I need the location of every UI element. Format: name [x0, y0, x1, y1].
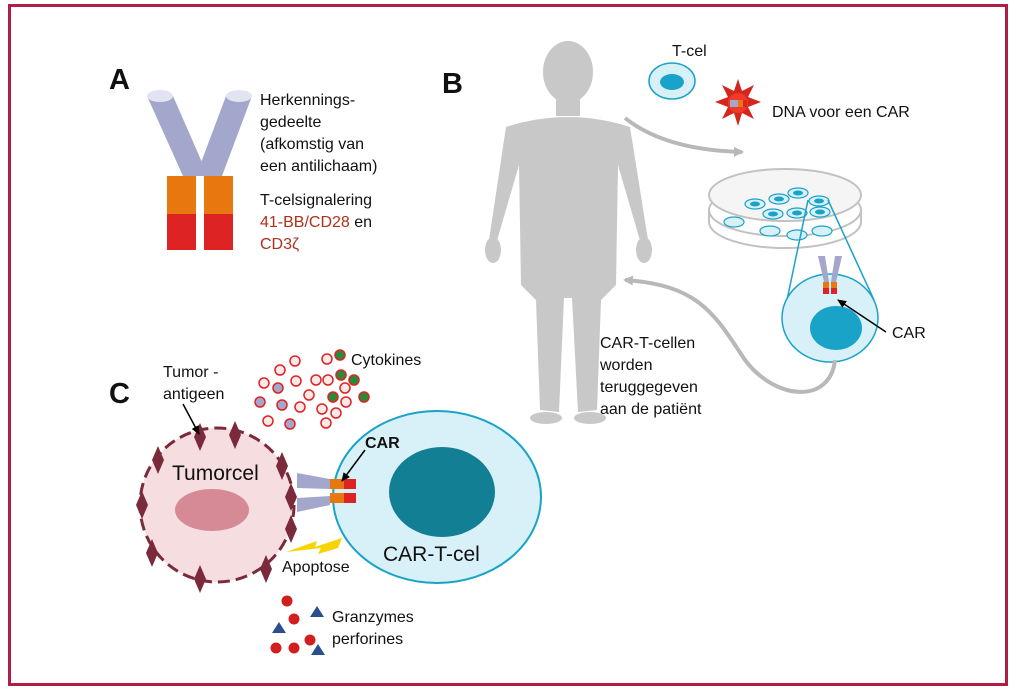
- return-to-patient-label: CAR-T-cellen worden teruggegeven aan de …: [600, 335, 702, 418]
- dna-car-label: DNA voor een CAR: [772, 104, 910, 121]
- signaling-title: T-celsignalering: [260, 192, 373, 209]
- return-arrow: [623, 275, 837, 394]
- cytokines-cluster: [254, 349, 370, 430]
- tumor-antigen-label: Tumor - antigeen: [163, 364, 225, 403]
- recognition-domain-label: Herkennings- gedeelte (afkomstig van een…: [260, 92, 378, 175]
- antibody-recognition-domain: [147, 90, 252, 176]
- car-receptor-c: [297, 473, 356, 512]
- car-label-b: CAR: [892, 325, 926, 342]
- patient-silhouette: [485, 41, 652, 424]
- granzymes-perforines-cluster: [270, 595, 325, 655]
- cytokines-label: Cytokines: [351, 352, 422, 369]
- tcell-label: T-cel: [672, 43, 707, 60]
- signaling-domain-cd3: CD3ζ: [260, 236, 300, 253]
- zoom-lines: [786, 199, 875, 301]
- panel-label-a: A: [109, 64, 130, 96]
- tumor-antigens: [136, 421, 297, 593]
- tumorcel-label: Tumorcel: [172, 462, 259, 485]
- cd3-zeta-domain: [167, 214, 233, 250]
- culture-dish: [708, 168, 862, 249]
- car-t-cell: [332, 410, 542, 584]
- tumor-cell: [138, 426, 296, 584]
- arrow-to-dish: [623, 116, 744, 157]
- car-label-c: CAR: [365, 435, 400, 452]
- granzymes-perforines-label: Granzymes perforines: [332, 609, 414, 648]
- car-pointer-arrow-c: [341, 449, 366, 482]
- panel-label-c: C: [109, 378, 130, 410]
- signaling-label: T-celsignalering 41-BB/CD28 en CD3ζ: [260, 190, 372, 256]
- apoptosis-lightning: [286, 538, 342, 554]
- dna-virus-icon: [715, 79, 761, 126]
- antigen-pointer-arrow: [182, 403, 200, 435]
- signaling-domains-line: 41-BB/CD28 en: [260, 212, 372, 234]
- cart-cell-label: CAR-T-cel: [383, 543, 480, 566]
- car-construct-a: [147, 90, 252, 250]
- costimulatory-domain: [167, 176, 233, 214]
- apoptose-label: Apoptose: [282, 559, 350, 576]
- signaling-domain-costim: 41-BB/CD28: [260, 214, 350, 231]
- zoomed-car-t-cell: [781, 256, 879, 363]
- car-pointer-arrow-b: [837, 299, 887, 333]
- signaling-and: en: [349, 214, 373, 231]
- panel-label-b: B: [442, 68, 463, 100]
- figure-frame: [8, 4, 1008, 686]
- t-cell-icon: [648, 62, 696, 100]
